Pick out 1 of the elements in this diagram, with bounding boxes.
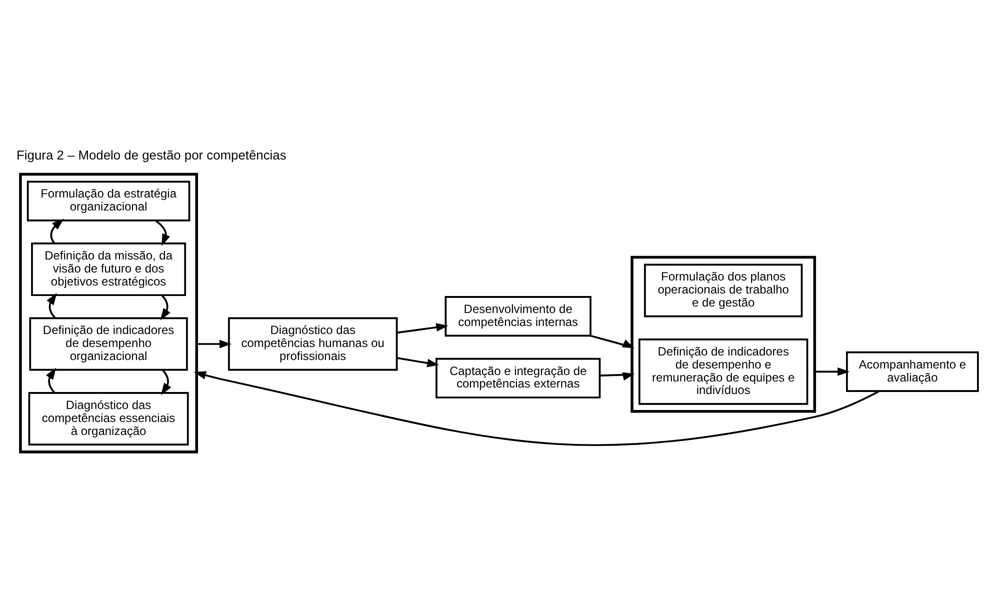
- diagram-title: Figura 2 – Modelo de gestão por competências: [16, 147, 286, 162]
